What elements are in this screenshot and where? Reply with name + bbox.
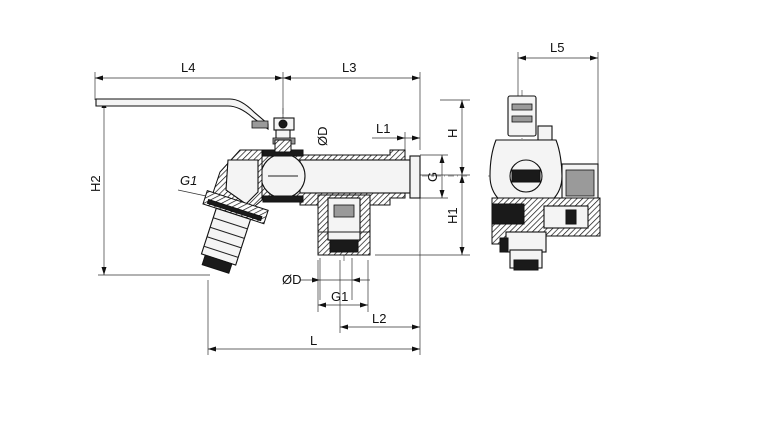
label-g1-bottom: G1	[331, 289, 348, 304]
label-g1-top: G1	[180, 173, 197, 188]
label-l: L	[310, 333, 317, 348]
label-od-top: ØD	[315, 127, 330, 147]
valve-side-view	[489, 95, 601, 271]
label-l2: L2	[372, 311, 386, 326]
dimension-labels: L4 L3 L5 L1 H H1 H2 G ØD G1 ØD G1 L2 L	[88, 40, 564, 348]
label-l1: L1	[376, 121, 390, 136]
label-h1: H1	[445, 207, 460, 224]
label-l3: L3	[342, 60, 356, 75]
label-od-bottom: ØD	[282, 272, 302, 287]
label-l4: L4	[181, 60, 195, 75]
valve-front-view	[95, 98, 421, 274]
label-h2: H2	[88, 175, 103, 192]
label-g: G	[425, 172, 440, 182]
label-h: H	[445, 129, 460, 138]
label-l5: L5	[550, 40, 564, 55]
